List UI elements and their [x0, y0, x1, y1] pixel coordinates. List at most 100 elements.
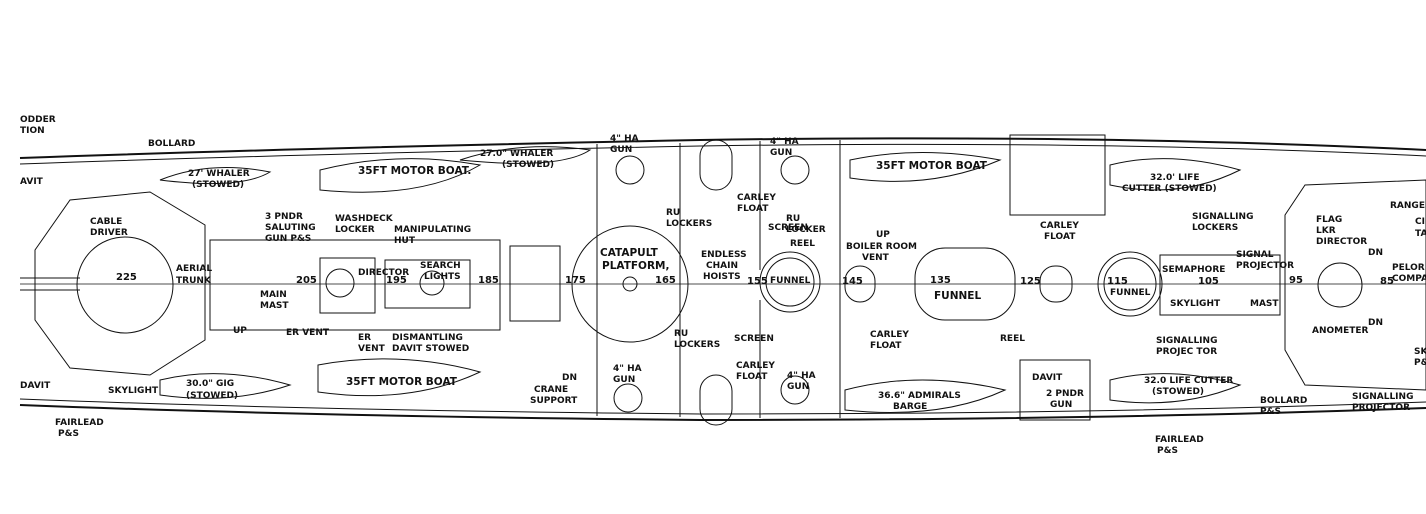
label-admirals-barge-1: 36.6" ADMIRALS — [878, 391, 961, 401]
label-gig-2: (STOWED) — [186, 391, 238, 401]
boat-whaler-aft — [159, 167, 272, 185]
label-carley-float-2b: FLOAT — [1044, 232, 1076, 242]
label-admirals-barge-2: BARGE — [893, 402, 927, 412]
label-dn-1: DN — [1368, 248, 1383, 258]
aft-superstructure — [209, 239, 561, 331]
label-dn-2: DN — [1368, 318, 1383, 328]
label-life-cutter-2b: (STOWED) — [1152, 387, 1204, 397]
label-saluting-gun-1: 3 PNDR — [265, 212, 303, 222]
label-cable-driver-1: CABLE — [90, 217, 122, 227]
label-105: 105 — [1198, 276, 1219, 287]
label-saluting-gun-3: GUN P&S — [265, 234, 311, 244]
label-ru-lockers-1a: RU — [666, 208, 680, 218]
label-skylight-2: SKYLIGHT — [108, 386, 159, 396]
label-carley-float-4b: FLOAT — [736, 372, 768, 382]
label-davit-aft-bottom: DAVIT — [20, 381, 51, 391]
label-fairlead-aft-2: P&S — [58, 429, 79, 439]
label-135: 135 — [930, 275, 951, 286]
label-semaphore: SEMAPHORE — [1162, 265, 1225, 275]
label-boiler-vent-2: VENT — [862, 253, 890, 263]
label-signalling-projector-3a: SIGNALLING — [1352, 392, 1413, 402]
label-whaler-fwd-1: 27.0" WHALER — [480, 149, 553, 159]
label-fairlead-aft-1: FAIRLEAD — [55, 418, 104, 428]
label-signalling-lockers-1: SIGNALLING — [1192, 212, 1253, 222]
label-aerial-trunk-1: AERIAL — [176, 264, 212, 274]
label-fairlead-fwd-2: P&S — [1157, 446, 1178, 456]
label-ru-locker-2a: RU — [786, 214, 800, 224]
label-125: 125 — [1020, 276, 1041, 287]
label-pndr-gun-2: GUN — [1050, 400, 1072, 410]
label-175: 175 — [565, 275, 586, 286]
label-endless-chain-3: HOISTS — [703, 272, 741, 282]
label-endless-chain-1: ENDLESS — [701, 250, 747, 260]
label-dismantling-2: DAVIT STOWED — [392, 344, 469, 354]
label-carley-float-4a: CARLEY — [736, 361, 775, 371]
label-whaler-fwd-2: (STOWED) — [502, 160, 554, 170]
houses — [1009, 134, 1106, 421]
label-saluting-gun-2: SALUTING — [265, 223, 316, 233]
label-signalling-projector-3b: PROJECTOR — [1352, 403, 1410, 413]
label-ha-gun-4a: 4" HA — [787, 371, 816, 381]
label-endless-chain-2: CHAIN — [706, 261, 738, 271]
label-compass: COMPA — [1392, 274, 1426, 284]
label-145: 145 — [842, 276, 863, 287]
label-motor-boat-3: 35FT MOTOR BOAT — [346, 376, 458, 388]
label-pndr-gun-1: 2 PNDR — [1046, 389, 1084, 399]
label-right-cut-top-1: CI — [1415, 217, 1425, 227]
label-flag-locker-1: FLAG — [1316, 215, 1342, 225]
label-motor-boat-2: 35FT MOTOR BOAT — [876, 160, 988, 172]
label-ha-gun-3b: GUN — [613, 375, 635, 385]
label-er-vent-2b: VENT — [358, 344, 386, 354]
label-reel-1: REEL — [790, 239, 815, 249]
label-funnel-2: FUNNEL — [934, 290, 981, 302]
label-mast-fwd: MAST — [1250, 299, 1279, 309]
boat-whaler-fwd — [459, 146, 592, 164]
label-life-cutter-2a: 32.0 LIFE CUTTER — [1144, 376, 1233, 386]
label-95: 95 — [1289, 275, 1303, 286]
label-pelorus: PELORI — [1392, 263, 1426, 273]
label-screen-1: SCREEN — [768, 223, 808, 233]
label-carley-float-3b: FLOAT — [870, 341, 902, 351]
label-signalling-lockers-2: LOCKERS — [1192, 223, 1238, 233]
label-195: 195 — [386, 275, 407, 286]
label-rudder-1: ODDER — [20, 115, 56, 125]
catapult — [571, 225, 689, 343]
label-motor-boat-1: 35FT MOTOR BOAT. — [358, 165, 471, 177]
label-davit-fwd: DAVIT — [1032, 373, 1063, 383]
boats — [159, 146, 1242, 413]
label-225: 225 — [116, 272, 137, 283]
label-catapult-1: CATAPULT — [600, 247, 659, 259]
label-ha-gun-1b: GUN — [610, 145, 632, 155]
label-signal-projector-1a: SIGNAL — [1236, 250, 1274, 260]
ha-guns — [613, 139, 810, 426]
label-search-lights-1: SEARCH — [420, 261, 461, 271]
label-aerial-trunk-2: TRUNK — [176, 276, 212, 286]
label-ha-gun-1a: 4" HA — [610, 134, 639, 144]
label-crane-support-1: CRANE — [534, 385, 568, 395]
label-carley-float-2a: CARLEY — [1040, 221, 1079, 231]
boat-admirals-barge — [844, 379, 1007, 413]
label-ru-lockers-3b: LOCKERS — [674, 340, 720, 350]
boat-motor-1 — [319, 158, 482, 193]
label-boiler-vent-1: BOILER ROOM — [846, 242, 917, 252]
label-dismantling-1: DISMANTLING — [392, 333, 463, 343]
label-catapult-2: PLATFORM, — [602, 260, 669, 272]
label-director-aft: DIRECTOR — [358, 268, 409, 278]
label-whaler-aft-1: 27' WHALER — [188, 169, 250, 179]
label-er-vent-2a: ER — [358, 333, 371, 343]
aft-turret — [20, 191, 206, 376]
label-ha-gun-2a: 4" HA — [770, 137, 799, 147]
boat-motor-3 — [317, 358, 482, 397]
labels: ODDER TION AVIT DAVIT BOLLARD 27' WHALER… — [20, 115, 1426, 456]
label-155: 155 — [747, 276, 768, 287]
label-dn-3: DN — [562, 373, 577, 383]
boat-life-cutter-1 — [1109, 158, 1242, 191]
label-ha-gun-4b: GUN — [787, 382, 809, 392]
label-er-vent-1: ER VENT — [286, 328, 330, 338]
label-main-mast-2: MAST — [260, 301, 289, 311]
label-life-cutter-1b: CUTTER (STOWED) — [1122, 184, 1217, 194]
label-up-1: UP — [876, 230, 890, 240]
label-up-2: UP — [233, 326, 247, 336]
label-fairlead-fwd-1: FAIRLEAD — [1155, 435, 1204, 445]
